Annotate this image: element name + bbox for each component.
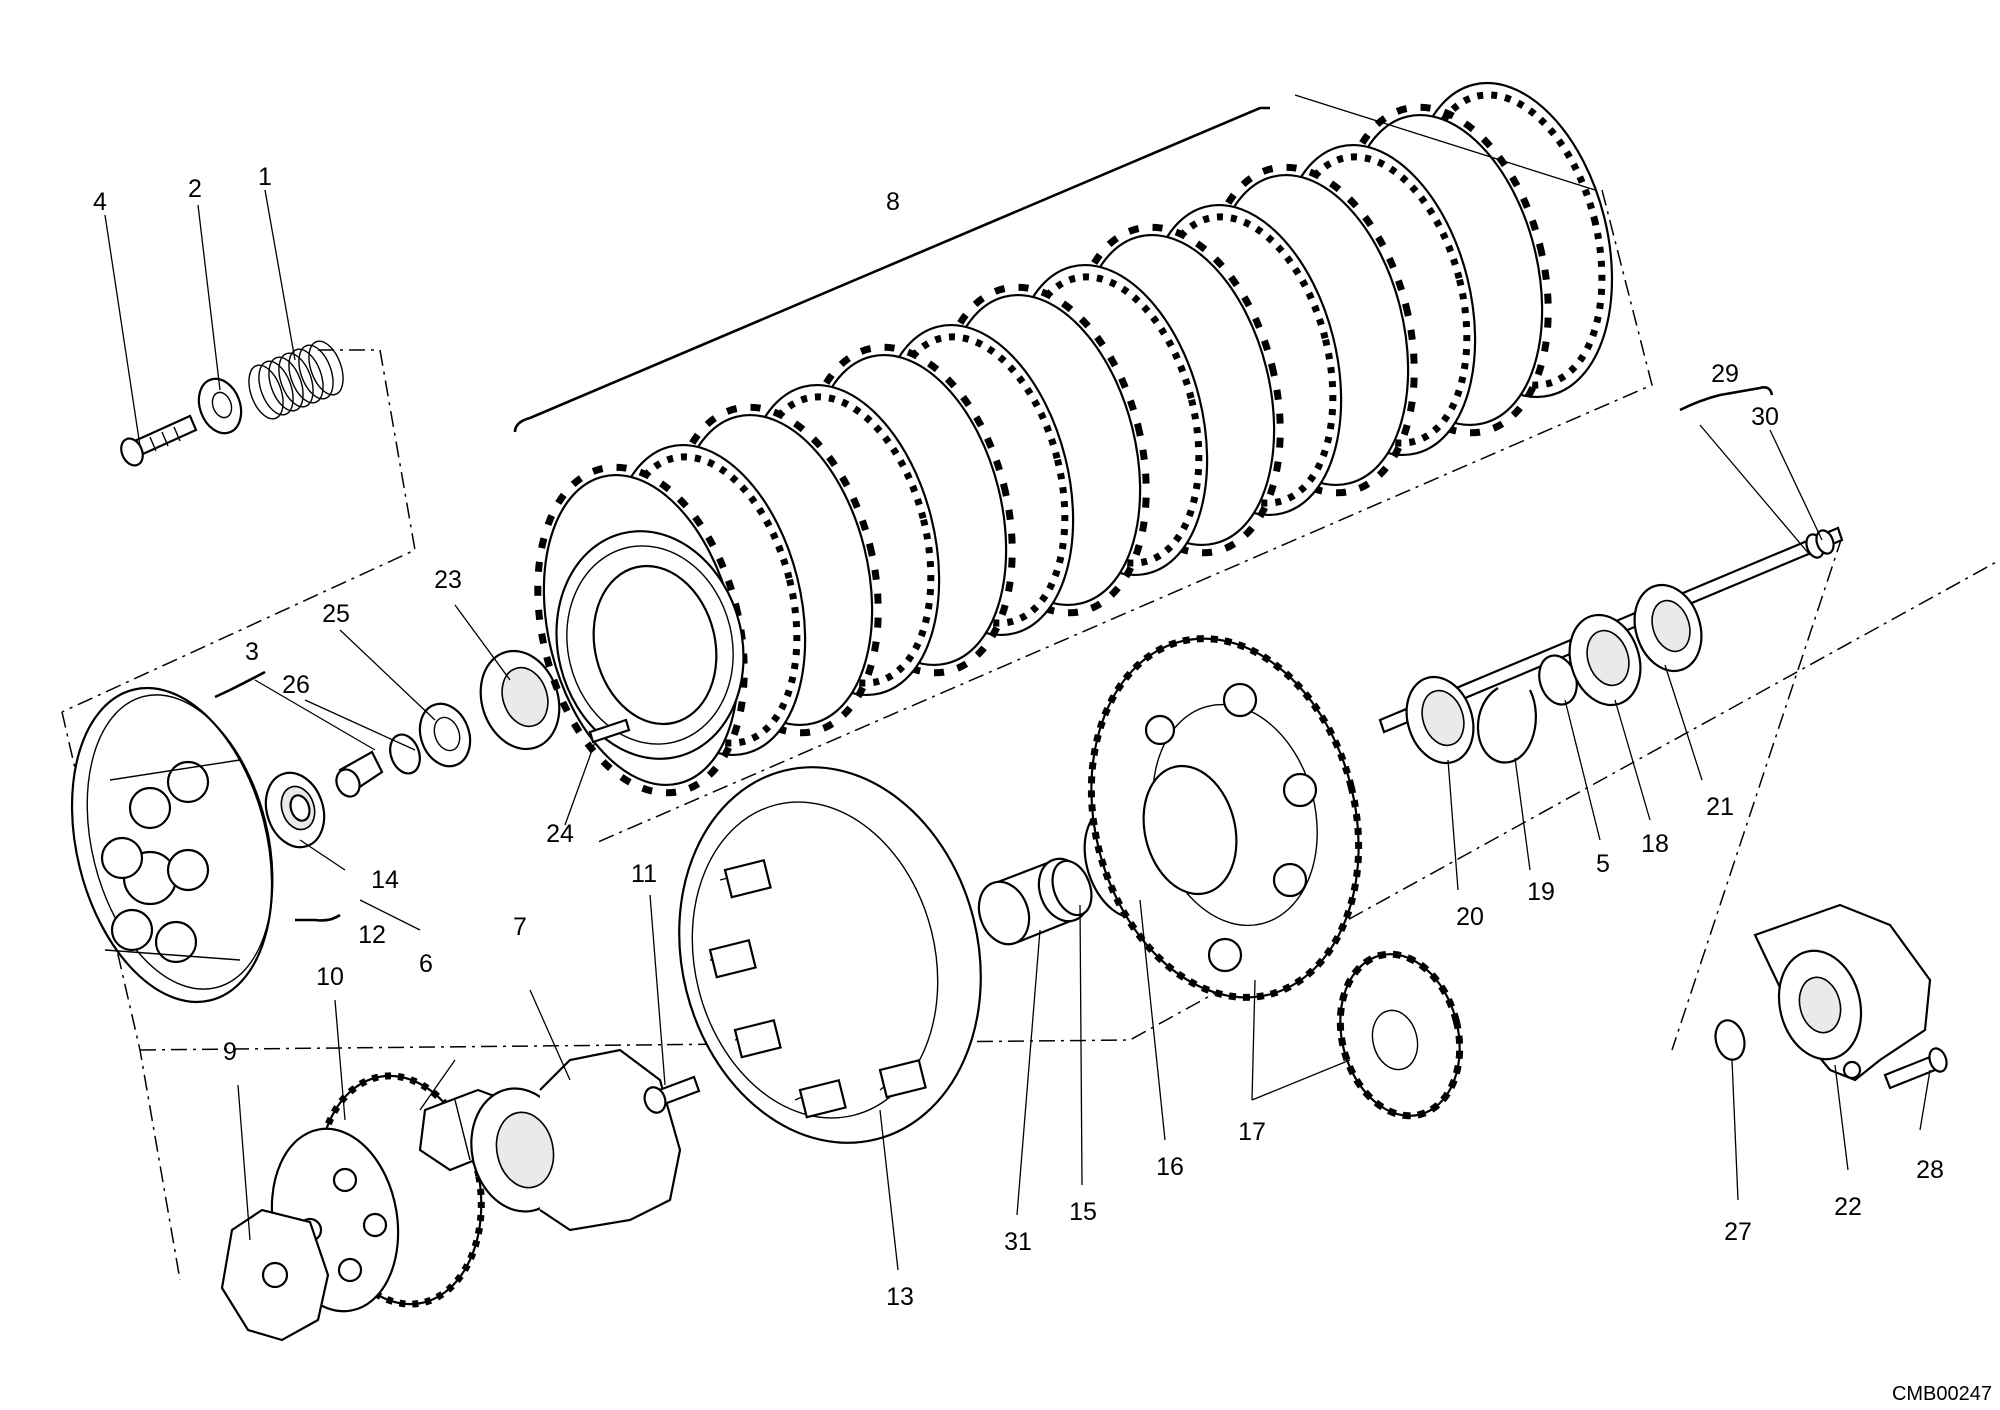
label-3: 3 bbox=[245, 638, 259, 666]
part-9-plate bbox=[220, 1208, 330, 1342]
label-28: 28 bbox=[1916, 1156, 1944, 1184]
part-13-clutch-basket bbox=[678, 766, 982, 1144]
label-4: 4 bbox=[93, 188, 107, 216]
part-15-circlip bbox=[1051, 859, 1093, 917]
part-19-circlip bbox=[1476, 687, 1537, 764]
brackets bbox=[214, 106, 1774, 922]
label-19: 19 bbox=[1527, 878, 1555, 906]
part-20-bearing bbox=[1405, 675, 1475, 765]
part-14-bearing bbox=[264, 771, 326, 849]
pressure-plate bbox=[70, 686, 274, 1004]
part-24-pin bbox=[588, 718, 631, 744]
part-28-bolt bbox=[1883, 1047, 1948, 1090]
label-20: 20 bbox=[1456, 903, 1484, 931]
part-25-nut-and-oring bbox=[389, 702, 472, 775]
part-4-bolt bbox=[120, 414, 198, 467]
part-18-bearing bbox=[1568, 613, 1642, 707]
label-12: 12 bbox=[358, 921, 386, 949]
label-9: 9 bbox=[223, 1038, 237, 1066]
label-31: 31 bbox=[1004, 1228, 1032, 1256]
part-22-slave-cylinder bbox=[1753, 903, 1932, 1082]
part-8-clutch-plate-stack bbox=[534, 81, 1614, 797]
label-27: 27 bbox=[1724, 1218, 1752, 1246]
label-13: 13 bbox=[886, 1283, 914, 1311]
label-14: 14 bbox=[371, 866, 399, 894]
label-17: 17 bbox=[1238, 1118, 1266, 1146]
label-21: 21 bbox=[1706, 793, 1734, 821]
part-23-bushing bbox=[479, 649, 561, 751]
label-26: 26 bbox=[282, 671, 310, 699]
part-21-bearing bbox=[1633, 583, 1703, 673]
part-7-hub-carrier bbox=[470, 1048, 682, 1232]
label-5: 5 bbox=[1596, 850, 1610, 878]
part-1-spring bbox=[248, 340, 344, 420]
leader-lines bbox=[104, 94, 1931, 1271]
label-29: 29 bbox=[1711, 360, 1739, 388]
label-22: 22 bbox=[1834, 1193, 1862, 1221]
part-2-washer bbox=[197, 377, 243, 435]
drawing-code: CMB00247 bbox=[1892, 1383, 1992, 1405]
label-1: 1 bbox=[258, 163, 272, 191]
label-16: 16 bbox=[1156, 1153, 1184, 1181]
label-10: 10 bbox=[316, 963, 344, 991]
label-15: 15 bbox=[1069, 1198, 1097, 1226]
part-17-primary-gear bbox=[1087, 635, 1363, 1001]
part-27-oring bbox=[1714, 1019, 1746, 1061]
label-25: 25 bbox=[322, 600, 350, 628]
label-24: 24 bbox=[546, 820, 574, 848]
label-11: 11 bbox=[631, 860, 657, 888]
label-30: 30 bbox=[1751, 403, 1779, 431]
label-23: 23 bbox=[434, 566, 462, 594]
label-7: 7 bbox=[513, 913, 527, 941]
part-11-screw bbox=[643, 1075, 701, 1114]
label-18: 18 bbox=[1641, 830, 1669, 858]
label-6: 6 bbox=[419, 950, 433, 978]
label-8: 8 bbox=[886, 188, 900, 216]
part-labels: 1 2 3 4 5 6 7 8 9 10 11 12 13 14 15 16 1… bbox=[93, 163, 1944, 1311]
part-26-pushrod-cap bbox=[335, 750, 384, 798]
label-2: 2 bbox=[188, 175, 202, 203]
part-17-small-gear bbox=[1336, 950, 1464, 1120]
